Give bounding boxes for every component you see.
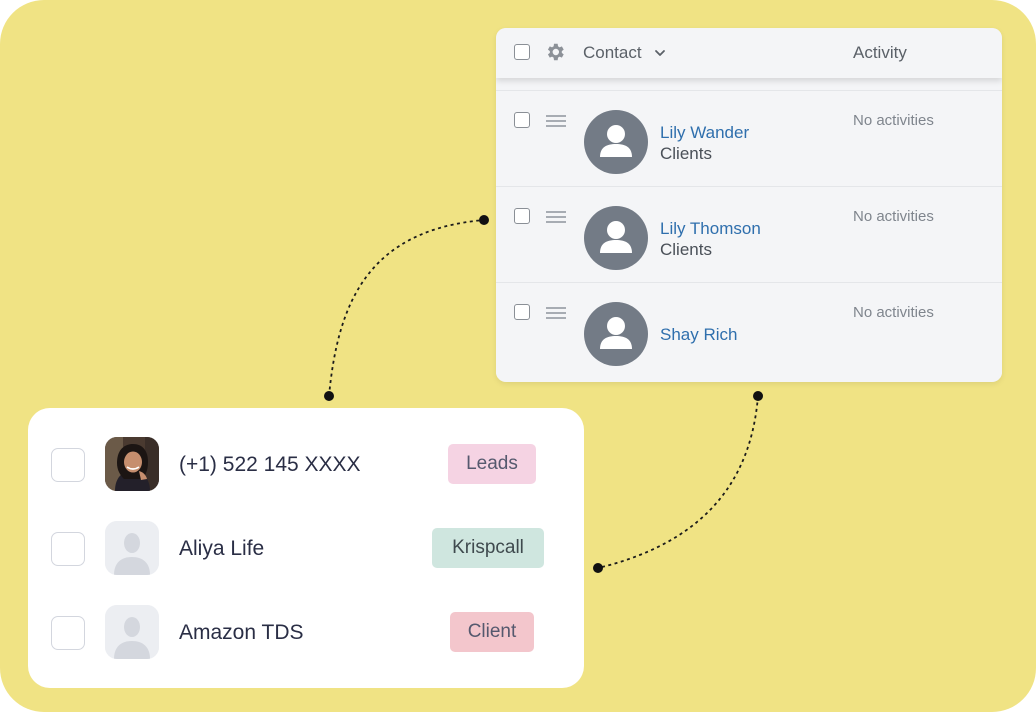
contact-phone[interactable]: (+1) 522 145 XXXX [179, 453, 361, 476]
tag-badge[interactable]: Leads [448, 444, 536, 484]
person-placeholder-icon [105, 521, 159, 575]
tag-badge[interactable]: Krispcall [432, 528, 544, 568]
list-item[interactable]: Amazon TDS Client [28, 576, 584, 660]
drag-handle-icon[interactable] [546, 307, 566, 319]
connector-left-end-bottom [324, 391, 334, 401]
person-icon [600, 317, 632, 349]
table-row[interactable]: Lily Thomson Clients No activities [496, 186, 1002, 282]
avatar [584, 110, 648, 174]
row-checkbox[interactable] [51, 448, 85, 482]
connector-left [328, 219, 485, 397]
avatar-photo [105, 437, 159, 491]
person-icon [600, 221, 632, 253]
avatar [105, 605, 159, 659]
list-item[interactable]: (+1) 522 145 XXXX Leads [28, 408, 584, 492]
contact-name[interactable]: Aliya Life [179, 537, 265, 560]
contact-group: Clients [660, 240, 712, 259]
connector-right-end-bottom [593, 563, 603, 573]
person-icon [600, 125, 632, 157]
contact-name-link[interactable]: Shay Rich [660, 325, 738, 344]
chevron-down-icon[interactable] [654, 47, 666, 59]
connector-right [597, 395, 759, 569]
table-row[interactable]: Lily Wander Clients No activities [496, 90, 1002, 186]
contact-name-link[interactable]: Lily Wander [660, 123, 750, 142]
contact-column-header[interactable]: Contact [583, 43, 642, 62]
contact-group: Clients [660, 144, 712, 163]
select-all-checkbox[interactable] [514, 44, 530, 60]
contact-name-link[interactable]: Lily Thomson [660, 219, 761, 238]
gear-icon[interactable] [544, 41, 566, 63]
activity-status: No activities [853, 208, 934, 225]
drag-handle-icon[interactable] [546, 115, 566, 127]
row-checkbox[interactable] [51, 532, 85, 566]
row-checkbox[interactable] [51, 616, 85, 650]
connector-left-end-top [479, 215, 489, 225]
avatar [105, 521, 159, 575]
list-item[interactable]: Aliya Life Krispcall [28, 492, 584, 576]
crm-table-header: Contact Activity [496, 28, 1002, 78]
contacts-list-panel: (+1) 522 145 XXXX Leads Aliya Life Krisp… [28, 408, 584, 688]
activity-column-header[interactable]: Activity [853, 43, 907, 62]
table-row[interactable]: Shay Rich No activities [496, 282, 1002, 378]
portrait-photo [105, 437, 159, 491]
avatar [584, 302, 648, 366]
crm-contacts-panel: Contact Activity Lily Wander Clients No [496, 28, 1002, 382]
tag-badge[interactable]: Client [450, 612, 534, 652]
activity-status: No activities [853, 112, 934, 129]
row-checkbox[interactable] [514, 304, 530, 320]
contact-name[interactable]: Amazon TDS [179, 621, 304, 644]
row-checkbox[interactable] [514, 112, 530, 128]
avatar [584, 206, 648, 270]
person-placeholder-icon [105, 605, 159, 659]
activity-status: No activities [853, 304, 934, 321]
drag-handle-icon[interactable] [546, 211, 566, 223]
connector-right-end-top [753, 391, 763, 401]
row-checkbox[interactable] [514, 208, 530, 224]
